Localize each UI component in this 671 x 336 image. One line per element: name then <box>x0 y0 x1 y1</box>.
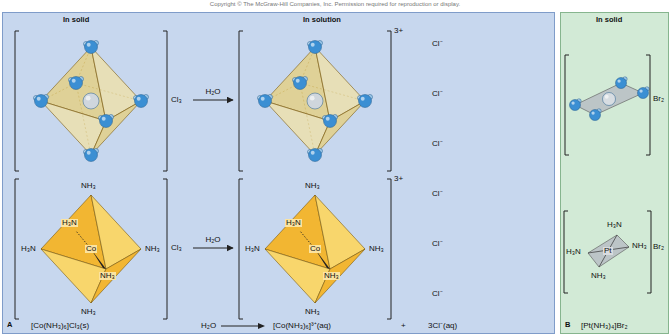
label-text: [Co(NH₃)₆]³⁺(aq) <box>273 322 331 330</box>
label-text: Br₂ <box>653 243 664 251</box>
label-text: NH₃ <box>99 272 116 280</box>
octahedron-model <box>34 41 149 162</box>
label-text: NH₃ <box>591 272 606 280</box>
label-text: Br₂ <box>653 95 664 103</box>
label-text: [Pt(NH₃)₄]Br₂ <box>581 322 628 330</box>
label-text: + <box>401 322 406 330</box>
reaction-arrow <box>193 248 233 249</box>
ion-label: Cl⁻ <box>432 40 443 48</box>
label-text: Co <box>309 245 321 253</box>
label-text: NH₃ <box>81 308 96 316</box>
arrow-label: H₂O <box>205 236 220 244</box>
label-text: 3Cl⁻(aq) <box>428 322 457 330</box>
label-text: Cl₃ <box>171 244 182 252</box>
reaction-arrow <box>221 323 265 329</box>
label-text: B <box>565 321 570 329</box>
label-text: H₃N <box>61 219 78 227</box>
bracket <box>564 211 651 293</box>
label-text: NH₃ <box>305 182 320 190</box>
ion-label: Cl⁻ <box>432 140 443 148</box>
bracket <box>239 179 391 319</box>
ion-label: Cl⁻ <box>432 240 443 248</box>
label-text: In solid <box>596 16 622 24</box>
illustration <box>561 13 670 335</box>
ion-label: Cl⁻ <box>432 90 443 98</box>
octahedron-model <box>258 41 373 162</box>
reaction-arrow <box>193 100 233 101</box>
bracket <box>15 179 167 319</box>
label-text: NH₃ <box>81 182 96 190</box>
illustration <box>235 25 410 175</box>
illustration <box>563 173 667 318</box>
label-text: NH₃ <box>632 242 647 250</box>
label-text: Cl₃ <box>171 96 182 104</box>
ion-label: Cl⁻ <box>432 190 443 198</box>
panel-a: In solid In solutionA [Co(NH₃)₆]Cl₃(s) H₂O [… <box>2 12 555 334</box>
illustration <box>563 25 667 173</box>
illustration <box>11 173 191 323</box>
label-text: In solid <box>63 16 89 24</box>
square-planar-model <box>570 77 650 121</box>
label-text: H₃N <box>566 248 581 256</box>
arrow-label: H₂O <box>205 88 220 96</box>
label-text: H₃N <box>245 245 260 253</box>
label-text: NH₃ <box>369 245 384 253</box>
panel-b: In solidB[Pt(NH₃)₄]Br₂Br₂H₃NH₃NPtNH₃NH₃B… <box>560 12 669 334</box>
bracket <box>15 31 167 171</box>
label-text: Pt <box>603 247 613 255</box>
label-text: H₂O <box>201 322 216 330</box>
ion-label: Cl⁻ <box>432 290 443 298</box>
solid-complex-model: Br₂ <box>563 25 667 173</box>
octahedron-wedge <box>41 195 141 303</box>
solid-complex-structure: NH₃H₃NH₃NCoNH₃NH₃NH₃Cl₃ <box>11 173 191 323</box>
label-text: 3+ <box>394 27 403 35</box>
label-text: A <box>7 321 12 329</box>
label-text: NH₃ <box>323 272 340 280</box>
copyright-note: Copyright © The McGraw-Hill Companies, I… <box>210 1 460 7</box>
label-text: H₃N <box>21 245 36 253</box>
label-text: NH₃ <box>305 308 320 316</box>
label-text: Co <box>85 245 97 253</box>
label-text: NH₃ <box>145 245 160 253</box>
solid-complex-structure: H₃NH₃NPtNH₃NH₃Br₂ <box>563 173 667 318</box>
label-text: In solution <box>303 16 341 24</box>
label-text: 3+ <box>394 175 403 183</box>
illustration <box>11 25 191 175</box>
solid-complex-model: Cl₃ <box>11 25 191 175</box>
solution-complex-structure: NH₃H₃NH₃NCoNH₃NH₃NH₃3+ <box>235 173 410 323</box>
bracket <box>239 31 391 171</box>
octahedron-wedge <box>265 195 365 303</box>
label-text: H₃N <box>285 219 302 227</box>
label-text: [Co(NH₃)₆]Cl₃(s) <box>31 322 89 330</box>
bracket <box>565 55 650 155</box>
label-text: H₃N <box>607 221 622 229</box>
square-planar-wedge <box>588 235 629 267</box>
solution-complex-model: 3+ <box>235 25 410 175</box>
